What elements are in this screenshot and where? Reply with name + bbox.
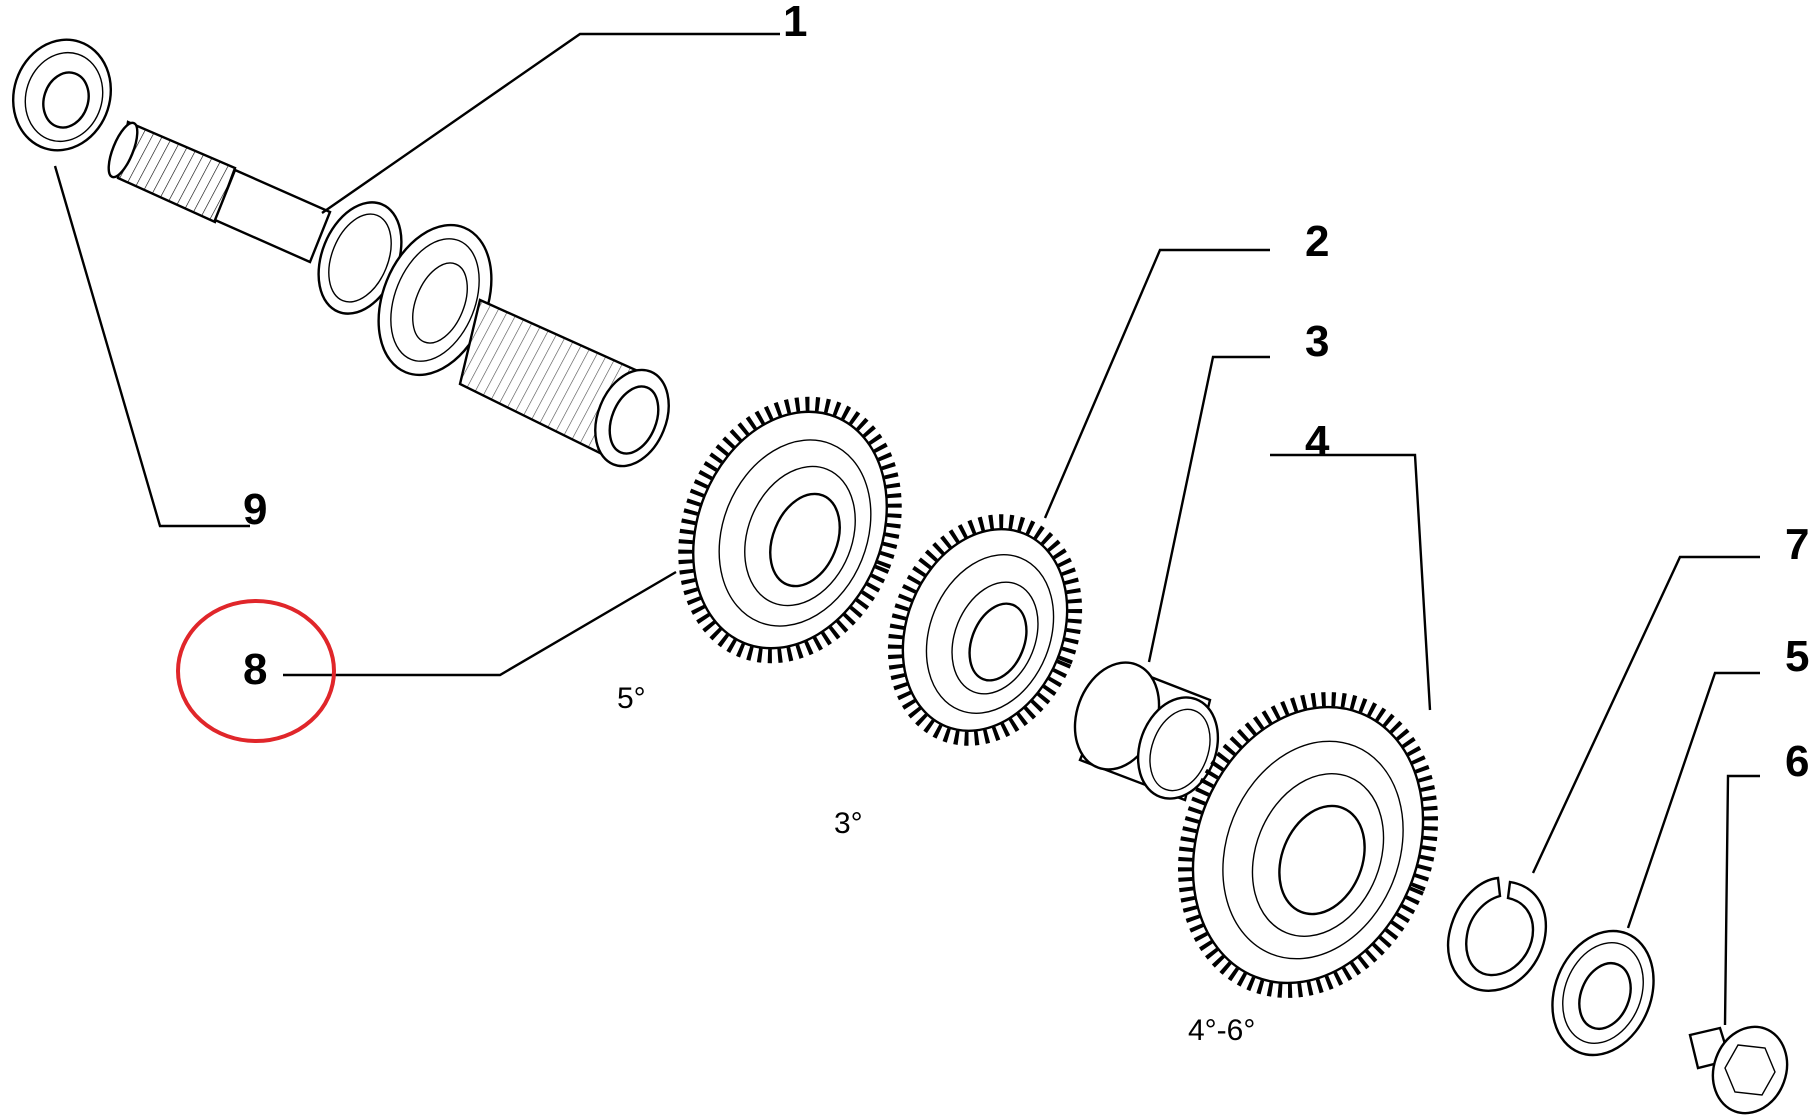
callout-8: 8	[243, 645, 267, 694]
bushing-icon	[1073, 661, 1220, 802]
leader-lines	[53, 32, 1760, 1026]
third-gear-icon	[887, 514, 1083, 746]
gear-label-third: 3°	[834, 807, 863, 840]
callout-9: 9	[243, 485, 267, 534]
main-shaft-icon	[107, 120, 670, 468]
snap-ring-icon	[1447, 876, 1548, 992]
bearing-9-icon	[11, 38, 113, 152]
callout-1: 1	[783, 0, 807, 46]
gear-label-fourth-sixth: 4°-6°	[1188, 1014, 1255, 1047]
callout-7: 7	[1785, 520, 1809, 569]
fourth-sixth-gear-icon	[1178, 692, 1438, 998]
callout-3: 3	[1305, 317, 1329, 366]
callout-5: 5	[1785, 632, 1809, 681]
bearing-5-icon	[1551, 929, 1655, 1057]
bolt-icon	[1688, 1025, 1789, 1115]
fifth-gear-icon	[678, 396, 902, 664]
highlight-circle	[176, 599, 336, 743]
callout-2: 2	[1305, 217, 1329, 266]
gear-label-fifth: 5°	[617, 682, 646, 715]
callout-6: 6	[1785, 737, 1809, 786]
callout-4: 4	[1305, 417, 1330, 466]
